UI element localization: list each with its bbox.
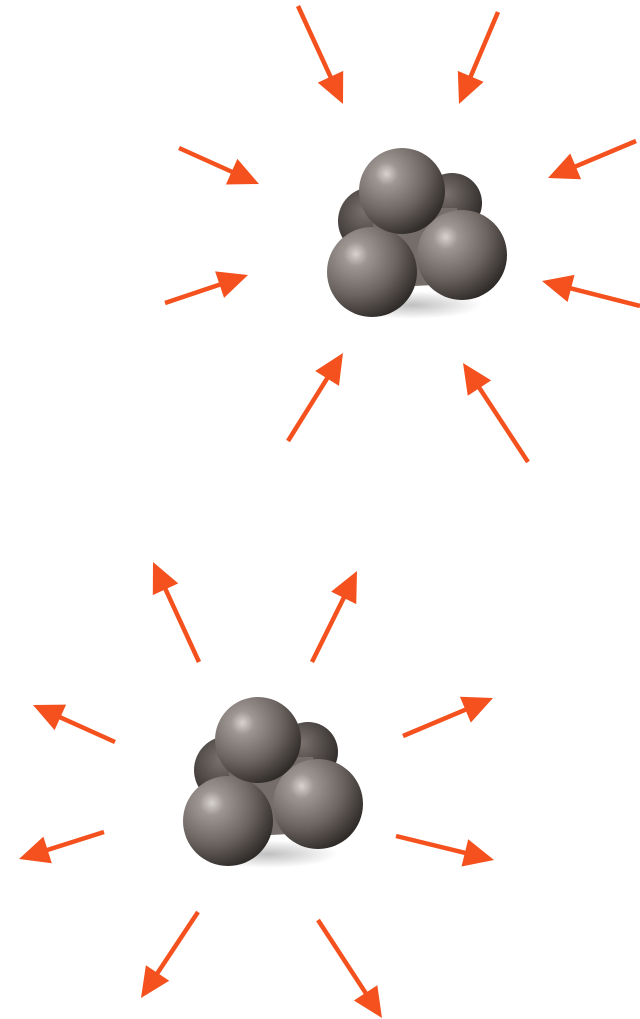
arrow-icon bbox=[286, 353, 343, 443]
arrow-shaft bbox=[309, 595, 347, 663]
arrow-icon bbox=[463, 363, 530, 464]
outward-arrows bbox=[19, 562, 494, 1018]
arrow-icon bbox=[141, 910, 200, 998]
arrow-head bbox=[19, 836, 52, 864]
arrow-head bbox=[542, 274, 575, 302]
arrow-head bbox=[548, 153, 582, 180]
arrow-shaft bbox=[572, 138, 637, 170]
arrow-shaft bbox=[295, 5, 334, 80]
arrow-head bbox=[461, 839, 494, 867]
arrow-head bbox=[463, 363, 492, 396]
arrow-icon bbox=[457, 11, 501, 104]
arrow-shaft bbox=[178, 145, 235, 175]
arrow-head bbox=[225, 158, 259, 185]
arrow-head bbox=[152, 562, 179, 596]
arrow-icon bbox=[402, 696, 493, 739]
arrow-head bbox=[215, 271, 248, 298]
arrow-icon bbox=[19, 829, 105, 864]
arrow-shaft bbox=[162, 586, 202, 663]
arrow-head bbox=[457, 70, 484, 104]
arrow-icon bbox=[295, 5, 344, 104]
arrow-head bbox=[459, 696, 493, 723]
arrow-head bbox=[141, 965, 170, 998]
arrow-icon bbox=[164, 271, 248, 306]
arrow-head bbox=[315, 353, 343, 386]
arrow-icon bbox=[542, 274, 640, 309]
arrow-icon bbox=[178, 145, 259, 185]
arrow-shaft bbox=[286, 375, 331, 443]
molecule-icon bbox=[327, 148, 507, 319]
molecule-bottom bbox=[19, 562, 494, 1018]
molecule-top bbox=[164, 5, 640, 464]
arrow-shaft bbox=[568, 285, 640, 309]
arrow-icon bbox=[548, 138, 637, 180]
arrow-icon bbox=[309, 571, 357, 663]
arrow-shaft bbox=[402, 706, 469, 739]
arrow-head bbox=[353, 985, 382, 1018]
arrow-head bbox=[331, 571, 357, 605]
arrow-head bbox=[33, 704, 67, 731]
arrow-shaft bbox=[476, 385, 530, 464]
arrow-shaft bbox=[395, 833, 468, 856]
arrow-shaft bbox=[57, 714, 116, 745]
arrow-shaft bbox=[164, 281, 223, 306]
arrow-shaft bbox=[316, 918, 369, 996]
arrow-icon bbox=[33, 704, 116, 745]
arrow-shaft bbox=[467, 11, 501, 80]
arrow-icon bbox=[152, 562, 202, 663]
arrow-shaft bbox=[154, 910, 200, 976]
arrow-icon bbox=[395, 833, 494, 867]
molecule-icon bbox=[183, 697, 363, 868]
arrow-shaft bbox=[45, 829, 105, 853]
inward-arrows bbox=[164, 5, 640, 464]
arrow-icon bbox=[316, 918, 382, 1018]
arrow-head bbox=[317, 70, 344, 104]
